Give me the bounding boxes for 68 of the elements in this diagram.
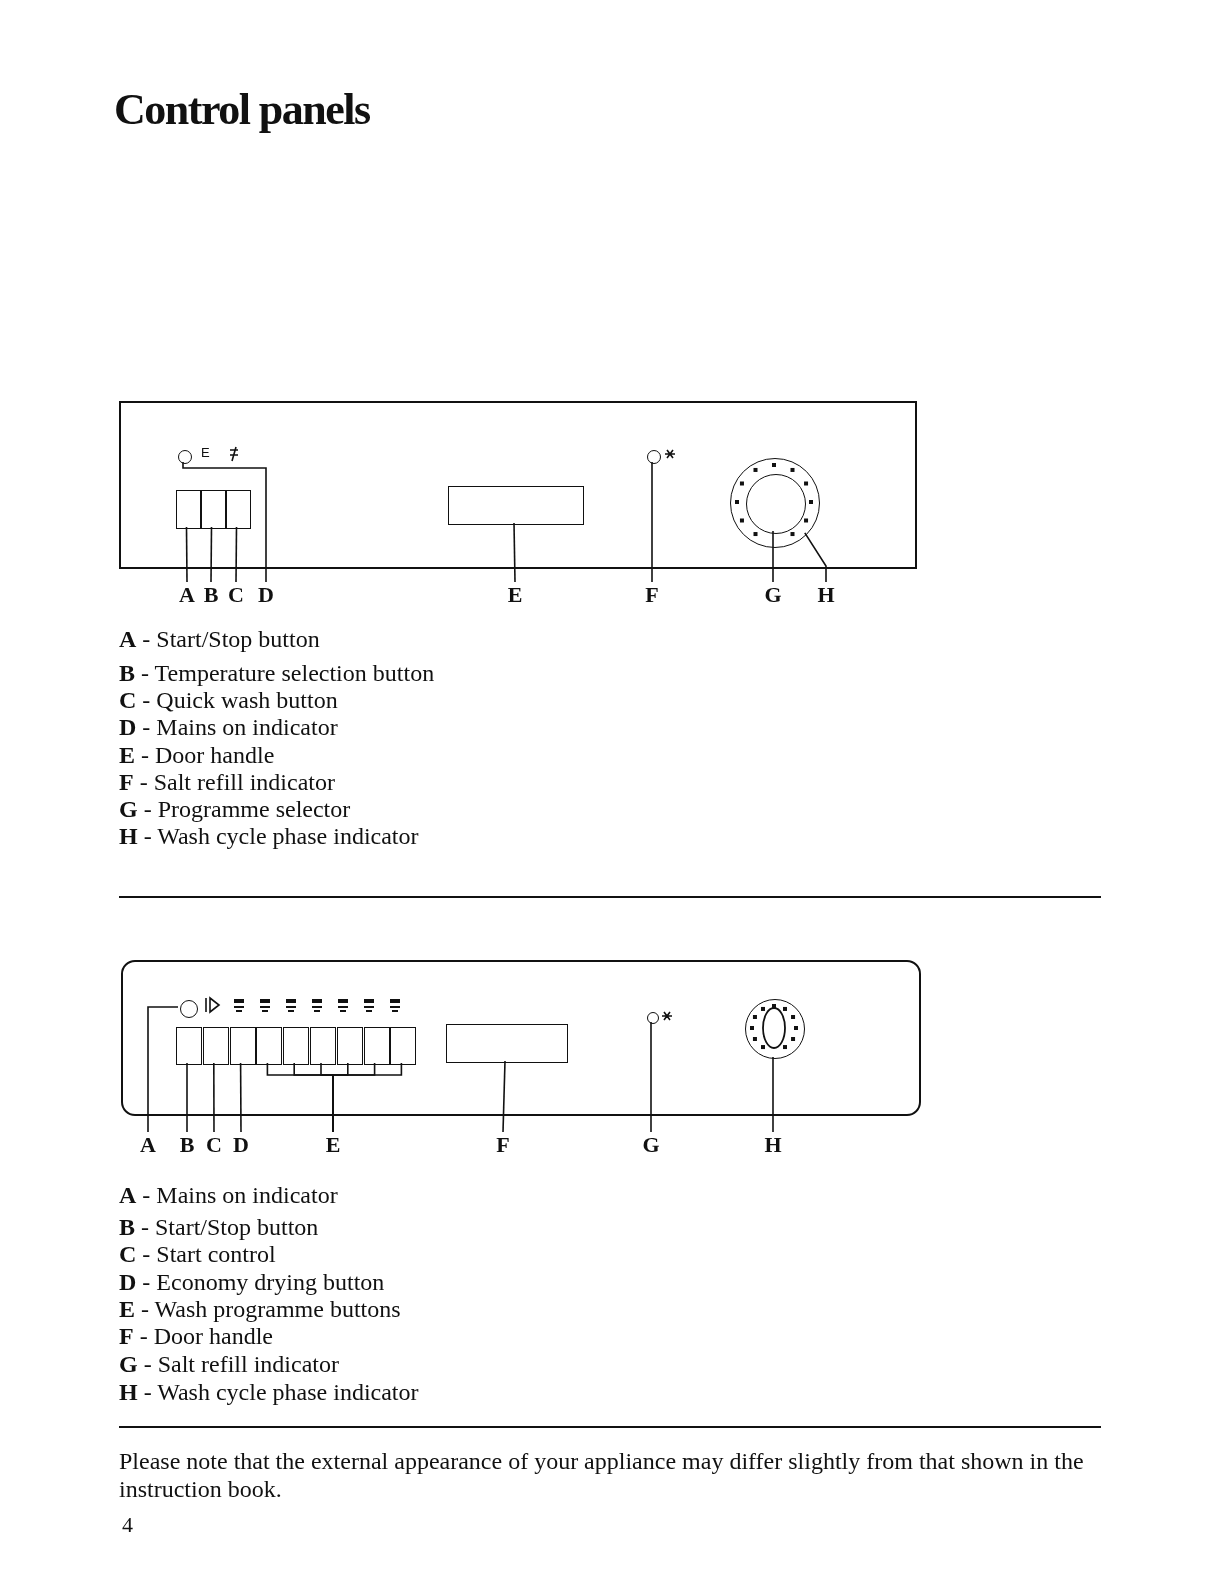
note-text: Please note that the external appearance of your appliance may differ slightly from that shown in the instruction book.: [119, 1447, 1085, 1503]
callout-letter: D: [229, 1132, 253, 1158]
page-title: Control panels: [114, 84, 370, 135]
legend-entry: H - Wash cycle phase indicator: [119, 1378, 419, 1406]
control-panel: [119, 401, 917, 569]
callout-letter: A: [175, 582, 199, 608]
legend-entry: C - Start control: [119, 1240, 276, 1268]
legend-entry: B - Start/Stop button: [119, 1213, 319, 1241]
callout-letter: C: [224, 582, 248, 608]
callout-letter: G: [639, 1132, 663, 1158]
push-button: [336, 1027, 363, 1065]
push-button: [201, 490, 226, 529]
callout-letter: E: [503, 582, 527, 608]
legend-entry: D - Mains on indicator: [119, 713, 338, 741]
leader-line: [772, 530, 774, 583]
leader-line: [804, 532, 827, 583]
leader-line: [182, 461, 267, 583]
push-button: [363, 1027, 390, 1065]
panel-symbol-text: E: [201, 444, 210, 461]
leader-line: [502, 1060, 506, 1133]
push-button: [229, 1027, 256, 1065]
leader-line: [650, 1021, 652, 1133]
door-handle: [446, 1024, 568, 1063]
push-button: [283, 1027, 310, 1065]
leader-line: [239, 1062, 242, 1133]
legend-entry: F - Door handle: [119, 1322, 273, 1350]
leader-line: [513, 522, 516, 583]
legend-entry: C - Quick wash button: [119, 686, 338, 714]
legend-entry: H - Wash cycle phase indicator: [119, 822, 419, 850]
leader-line: [210, 526, 213, 583]
legend-entry: A - Start/Stop button: [119, 625, 320, 653]
callout-letter: H: [761, 1132, 785, 1158]
control-panel: [121, 960, 921, 1116]
callout-letter: H: [814, 582, 838, 608]
page-number: 4: [122, 1512, 133, 1538]
leader-line: [147, 1006, 179, 1133]
push-button: [176, 1027, 202, 1065]
callout-letter: C: [202, 1132, 226, 1158]
door-handle: [448, 486, 584, 525]
callout-letter: E: [321, 1132, 345, 1158]
legend-entry: B - Temperature selection button: [119, 659, 435, 687]
legend-entry: E - Wash programme buttons: [119, 1295, 401, 1323]
leader-line: [186, 1062, 188, 1133]
leader-line: [235, 526, 238, 583]
callout-letter: B: [175, 1132, 199, 1158]
leader-line: [185, 526, 188, 583]
leader-line: [213, 1062, 215, 1133]
push-button: [390, 1027, 417, 1065]
push-button: [176, 490, 201, 529]
callout-letter: A: [136, 1132, 160, 1158]
push-button: [226, 490, 251, 529]
legend-entry: D - Economy drying button: [119, 1268, 385, 1296]
callout-letter: G: [761, 582, 785, 608]
leader-line: [332, 1062, 403, 1133]
callout-letter: B: [199, 582, 223, 608]
leader-line: [651, 461, 653, 583]
callout-letter: F: [491, 1132, 515, 1158]
push-button: [310, 1027, 336, 1065]
legend-entry: G - Salt refill indicator: [119, 1350, 339, 1378]
push-button: [256, 1027, 283, 1065]
legend-entry: A - Mains on indicator: [119, 1181, 338, 1209]
callout-letter: D: [254, 582, 278, 608]
callout-letter: F: [640, 582, 664, 608]
push-button: [202, 1027, 229, 1065]
legend-entry: G - Programme selector: [119, 795, 351, 823]
legend-entry: F - Salt refill indicator: [119, 768, 335, 796]
leader-line: [772, 1056, 774, 1133]
legend-entry: E - Door handle: [119, 741, 275, 769]
